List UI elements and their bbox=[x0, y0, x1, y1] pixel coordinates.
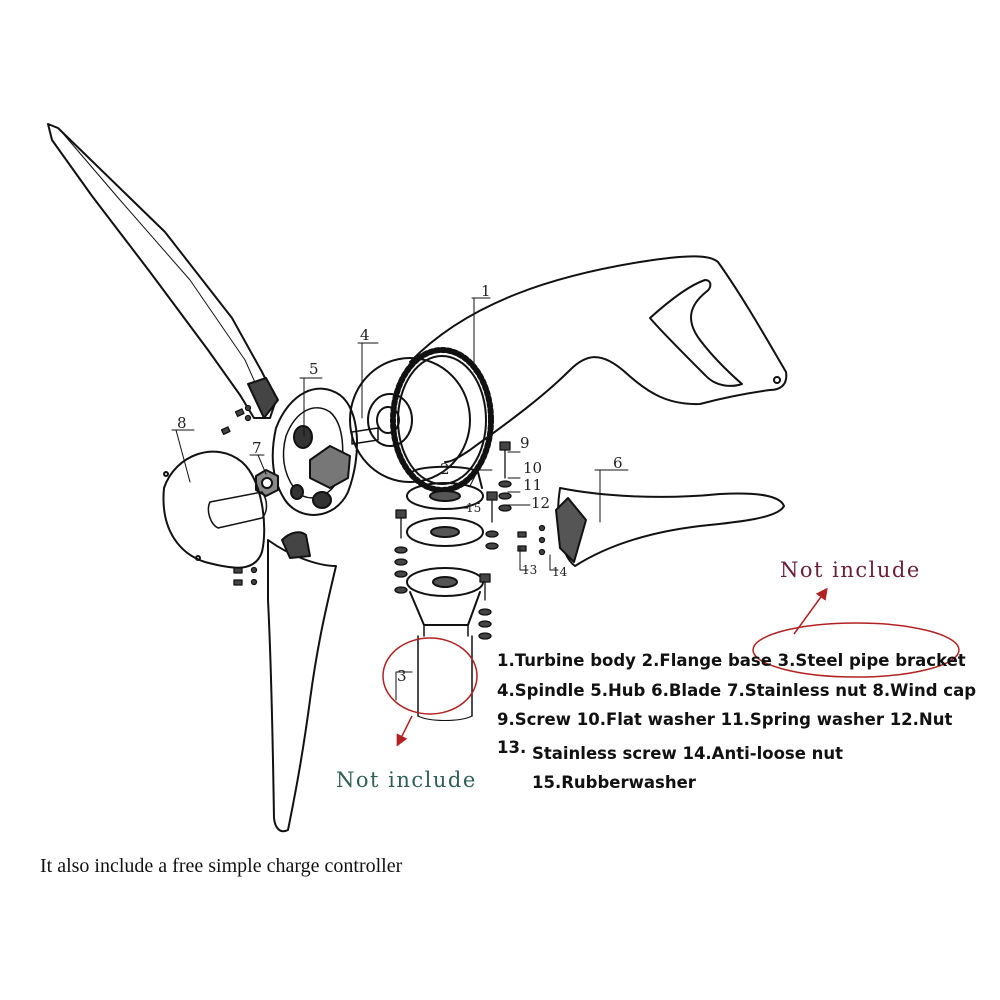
steel-pipe bbox=[417, 635, 473, 721]
legend-arrow bbox=[793, 587, 828, 635]
blade-lower bbox=[267, 531, 337, 833]
callout-6: 6 bbox=[613, 454, 623, 472]
legend-line-5: 15.Rubberwasher bbox=[532, 773, 696, 792]
blade-right bbox=[555, 487, 785, 567]
pipe-circle bbox=[382, 637, 478, 715]
leader-lines bbox=[171, 297, 629, 701]
callout-13: 13 bbox=[522, 563, 537, 577]
steel-pipe-legend-circle bbox=[752, 622, 960, 678]
blade-upper-left bbox=[47, 123, 279, 419]
callout-12: 12 bbox=[531, 494, 550, 512]
callout-15: 15 bbox=[466, 501, 481, 515]
stainless-nut bbox=[255, 469, 279, 497]
spindle-gear bbox=[349, 347, 494, 493]
not-include-left: Not include bbox=[336, 768, 477, 792]
not-include-right: Not include bbox=[780, 558, 921, 582]
callout-11: 11 bbox=[523, 476, 542, 494]
callout-8: 8 bbox=[177, 414, 187, 432]
legend-line-3: 9.Screw 10.Flat washer 11.Spring washer … bbox=[497, 710, 953, 729]
callout-2: 2 bbox=[440, 460, 450, 478]
callout-5: 5 bbox=[309, 360, 319, 378]
callout-3: 3 bbox=[397, 667, 407, 685]
flange-assembly bbox=[406, 465, 484, 637]
fasteners bbox=[220, 404, 546, 640]
annotations bbox=[382, 587, 960, 747]
turbine-body bbox=[409, 255, 788, 463]
callout-14: 14 bbox=[552, 565, 568, 579]
callout-10: 10 bbox=[523, 459, 542, 477]
hub bbox=[271, 387, 358, 516]
legend-line-2: 4.Spindle 5.Hub 6.Blade 7.Stainless nut … bbox=[497, 681, 977, 700]
legend-line-4: Stainless screw 14.Anti-loose nut bbox=[532, 744, 844, 763]
pipe-arrow bbox=[396, 715, 413, 747]
legend-line-1: 1.Turbine body 2.Flange base 3.Steel pip… bbox=[497, 651, 966, 670]
footer-note: It also include a free simple charge con… bbox=[40, 855, 403, 877]
callout-9: 9 bbox=[520, 434, 530, 452]
wind-cap bbox=[162, 450, 268, 569]
callout-7: 7 bbox=[252, 439, 262, 457]
callout-1: 1 bbox=[481, 282, 491, 300]
legend-line-4-number: 13. bbox=[497, 738, 527, 757]
callout-4: 4 bbox=[360, 326, 370, 344]
